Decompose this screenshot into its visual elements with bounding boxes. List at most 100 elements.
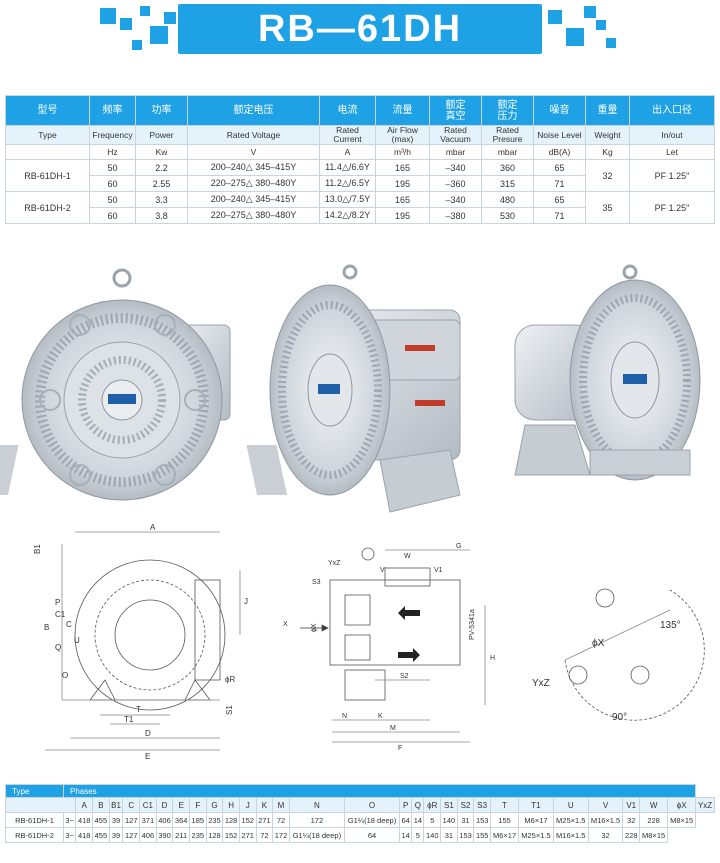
unit-cell: mbar (429, 144, 482, 160)
dims-column-header: ϕR (423, 797, 442, 813)
header-cn: 型号 (5, 95, 90, 126)
table-row: RB-61DH-2 50 3.3 200–240△ 345–415Y 13.0△… (5, 191, 715, 224)
dims-value-cell: 127 (122, 812, 141, 828)
dims-phases-label: Phases (62, 784, 697, 798)
dims-value-cell: 32 (622, 812, 641, 828)
dims-column-header: H (222, 797, 240, 813)
freq-cell: 60 (89, 175, 136, 192)
dims-header-top: Type Phases (5, 784, 715, 798)
noise-cell: 71 (533, 175, 586, 192)
dims-value-cell: 364 (172, 812, 190, 828)
dims-column-header: T (490, 797, 520, 813)
flow-cell: 165 (375, 191, 430, 208)
dims-value-cell: 172 (288, 812, 345, 828)
deco-pixel (584, 6, 596, 18)
dims-value-cell: 64 (399, 812, 413, 828)
dims-value-cell: 32 (587, 827, 624, 843)
dim-label-W: W (404, 553, 411, 560)
flow-cell: 195 (375, 207, 430, 224)
dim-label-C1: C1 (55, 610, 66, 619)
dims-value-cell: 127 (122, 827, 141, 843)
dim-label-U: U (74, 636, 80, 645)
dims-column-header: W (639, 797, 669, 813)
dims-column-header: A (75, 797, 94, 813)
dims-value-cell: 5 (423, 812, 442, 828)
dims-column-header: V (587, 797, 624, 813)
dims-column-header: B (92, 797, 110, 813)
dims-column-header: Q (411, 797, 425, 813)
power-cell: 2.55 (135, 175, 188, 192)
dims-value-cell: 153 (473, 812, 492, 828)
spec-units-row: Hz Kw V A m³/h mbar mbar dB(A) Kg Let (5, 144, 715, 160)
deco-pixel (606, 38, 616, 48)
dims-column-header: B1 (108, 797, 124, 813)
dims-value-cell: M16×1.5 (552, 827, 589, 843)
dim-label-Q: Q (55, 643, 61, 652)
dims-value-cell: 152 (238, 812, 257, 828)
flow-cell: 165 (375, 159, 430, 176)
header-en: Frequency (89, 125, 136, 145)
vacuum-cell: –340 (429, 191, 482, 208)
deco-pixel (596, 20, 606, 30)
dims-value-cell: 235 (205, 812, 224, 828)
table-row: 60 3.8 220–275△ 380–480Y 14.2△/8.2Y 195 … (6, 207, 715, 224)
dim-label-YxZ: YxZ (328, 560, 341, 567)
vacuum-cell: –380 (429, 207, 482, 224)
photo-front-view (0, 268, 288, 501)
header-en: Weight (585, 125, 630, 145)
freq-cell: 50 (89, 159, 136, 176)
dims-value-cell: 155 (473, 827, 492, 843)
product-photos (0, 250, 720, 520)
header-en: Rated Voltage (187, 125, 320, 145)
dims-value-cell: M8×15 (667, 812, 697, 828)
unit-cell: Let (629, 144, 715, 160)
dim-label-E: E (145, 752, 150, 761)
dims-column-header: K (255, 797, 274, 813)
dims-value-cell: 418 (75, 812, 94, 828)
header-en: Rated Vacuum (429, 125, 482, 145)
dims-type-cell: RB-61DH-2 (5, 827, 64, 843)
dim-label-B: B (44, 623, 49, 632)
dim-label-B1: B1 (33, 544, 42, 554)
title-banner: RB—61DH (178, 4, 542, 54)
dim-label-N: N (342, 713, 347, 720)
dims-column-header: P (399, 797, 413, 813)
spec-header-cn: 型号 频率 功率 额定电压 电流 流量 额定 真空 额定 压力 噪音 重量 出入… (5, 95, 715, 126)
voltage-cell: 200–240△ 345–415Y (187, 159, 320, 176)
dims-value-cell: M8×15 (639, 827, 669, 843)
dim-label-S3: S3 (312, 579, 321, 586)
noise-cell: 65 (533, 159, 586, 176)
power-cell: 2.2 (135, 159, 188, 176)
table-row: 60 2.55 220–275△ 380–480Y 11.2△/6.5Y 195… (6, 175, 715, 192)
voltage-cell: 220–275△ 380–480Y (187, 175, 320, 192)
dims-column-header: E (172, 797, 190, 813)
dims-value-cell: 153 (456, 827, 475, 843)
dims-value-cell: 390 (155, 827, 174, 843)
page-title: RB—61DH (257, 7, 463, 50)
header-en: Air Flow (max) (375, 125, 430, 145)
deco-pixel (100, 8, 116, 24)
noise-cell: 71 (533, 207, 586, 224)
flow-cell: 195 (375, 175, 430, 192)
dims-type-label: Type (5, 784, 64, 798)
dims-value-cell: M16×1.5 (587, 812, 624, 828)
dims-value-cell: 128 (205, 827, 224, 843)
dims-value-cell: M25×1.5 (518, 827, 554, 843)
dim-label-J: J (244, 597, 248, 606)
unit-cell: Hz (89, 144, 136, 160)
dims-value-cell: 185 (188, 812, 207, 828)
current-cell: 11.2△/6.5Y (319, 175, 376, 192)
dims-value-cell: 271 (238, 827, 257, 843)
dims-column-header: F (188, 797, 207, 813)
deco-pixel (164, 12, 176, 24)
weight-cell: 32 (585, 159, 630, 192)
dims-value-cell: G1¼(18 deep) (288, 827, 345, 843)
spec-table: 型号 频率 功率 额定电压 电流 流量 额定 真空 额定 压力 噪音 重量 出入… (5, 95, 715, 224)
dims-value-cell: 39 (108, 827, 124, 843)
dims-value-cell: 31 (456, 812, 475, 828)
vacuum-cell: –340 (429, 159, 482, 176)
dim-label-S1: S1 (225, 705, 234, 715)
unit-cell: dB(A) (533, 144, 586, 160)
